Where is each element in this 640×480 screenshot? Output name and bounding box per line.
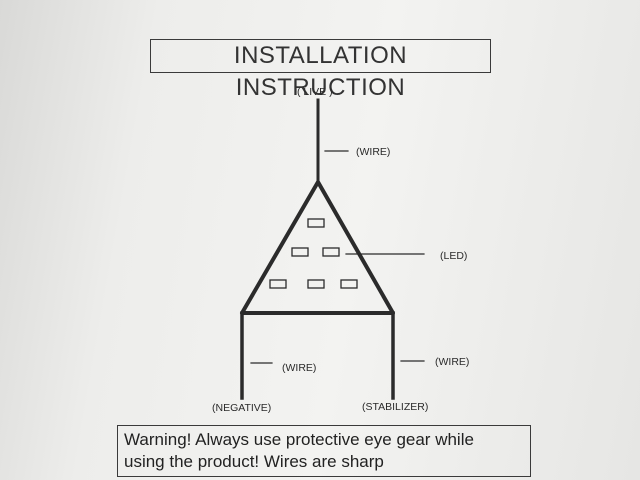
led-label: (LED)	[440, 250, 468, 262]
wire-top-label: (WIRE)	[356, 146, 391, 158]
led-symbol	[322, 247, 340, 257]
led-symbol	[307, 218, 325, 228]
wire-left-label: (WIRE)	[282, 362, 317, 374]
warning-line-1: Warning! Always use protective eye gear …	[124, 430, 474, 449]
warning-text: Warning! Always use protective eye gear …	[124, 429, 530, 473]
warning-box: Warning! Always use protective eye gear …	[117, 425, 531, 477]
stabilizer-label: (STABILIZER)	[362, 401, 429, 413]
led-symbol	[291, 247, 309, 257]
led-symbol	[307, 279, 325, 289]
negative-label: (NEGATIVE)	[212, 402, 272, 414]
led-symbol	[269, 279, 287, 289]
wire-right-label: (WIRE)	[435, 356, 470, 368]
warning-line-2: using the product! Wires are sharp	[124, 452, 384, 471]
page-title: INSTALLATION INSTRUCTION	[233, 42, 408, 101]
led-triangle	[240, 180, 395, 315]
led-symbol	[340, 279, 358, 289]
title-box: INSTALLATION INSTRUCTION	[150, 39, 491, 101]
live-label: ( LIVE )	[297, 86, 333, 98]
